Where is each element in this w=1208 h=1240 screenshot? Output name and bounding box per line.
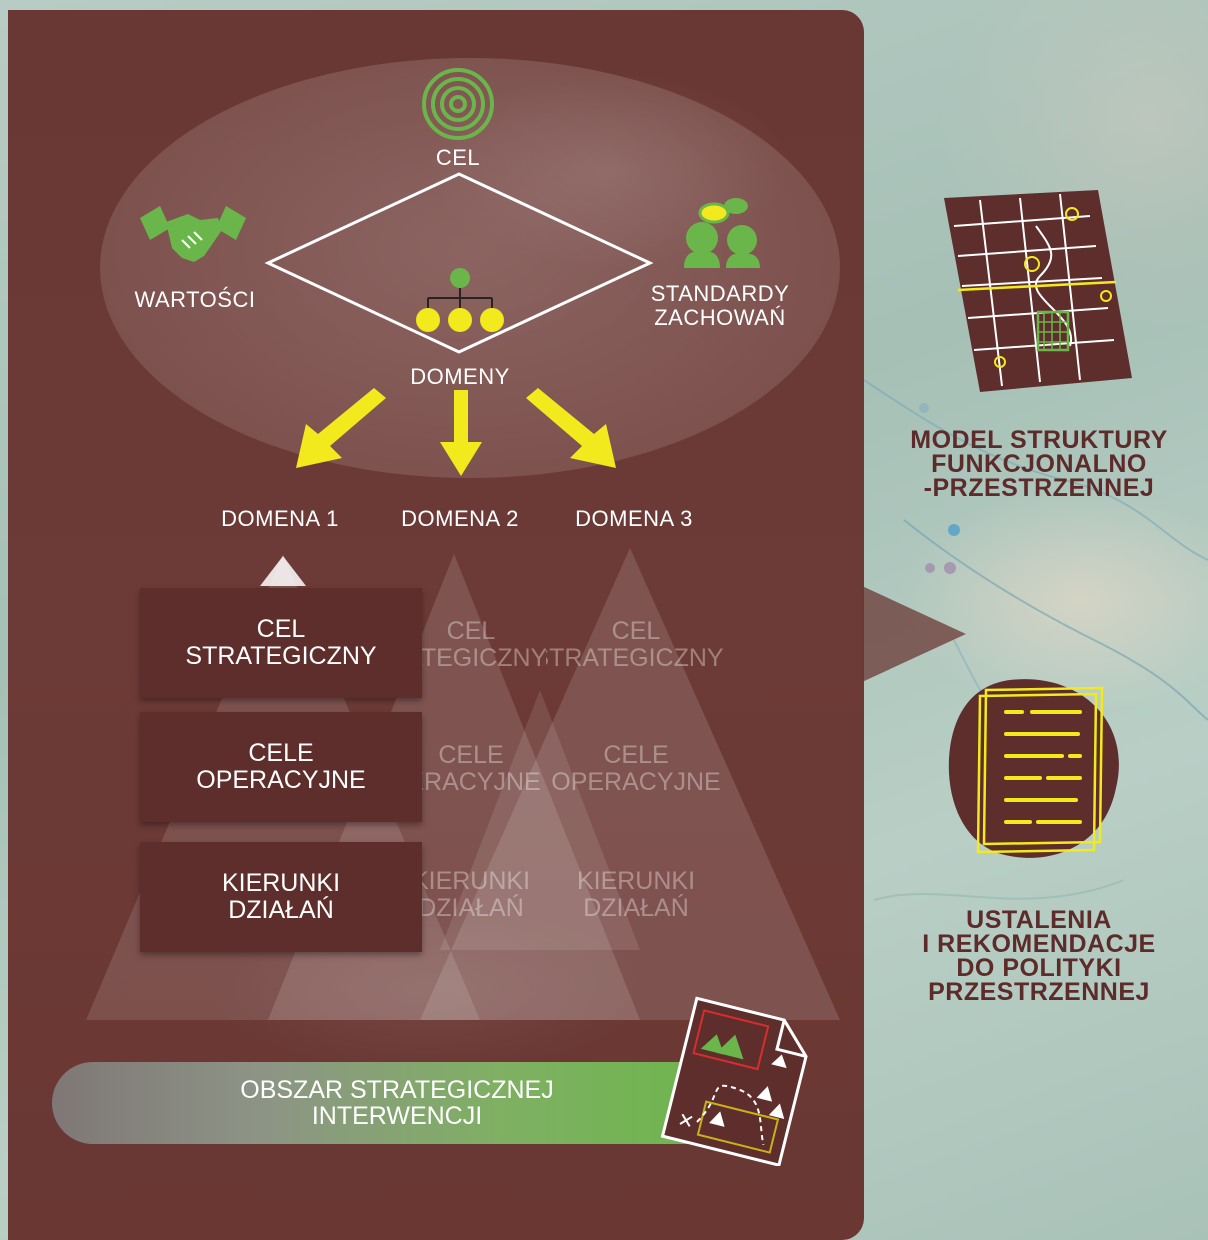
model-title: MODEL STRUKTURY FUNKCJONALNO -PRZESTRZEN… xyxy=(874,426,1204,502)
ghost-l3-d3-a: KIERUNKI xyxy=(576,868,696,895)
model-line2: FUNKCJONALNO xyxy=(931,450,1147,478)
ghost-l2-d3-b: OPERACYJNE xyxy=(551,768,721,796)
model-line1: MODEL STRUKTURY xyxy=(910,426,1168,454)
domain-1-label: DOMENA 1 xyxy=(221,506,339,531)
org-chart-icon xyxy=(416,268,504,332)
standardy-line1: STANDARDY xyxy=(650,281,790,306)
level-1-line2: STRATEGICZNY xyxy=(185,642,377,670)
target-icon xyxy=(422,68,494,140)
domain-2-label: DOMENA 2 xyxy=(401,506,519,531)
ust-line3: DO POLITYKI xyxy=(956,954,1122,982)
ghost-l2-d3-a: CELE xyxy=(603,742,669,769)
findings-title: USTALENIA I REKOMENDACJE DO POLITYKI PRZ… xyxy=(874,906,1204,1006)
ghost-l3-d2-b: DZIAŁAŃ xyxy=(418,894,524,922)
level-operational-goals: CELE OPERACYJNE xyxy=(140,712,422,822)
ghost-l1-d3-b: STRATEGICZNY xyxy=(546,644,724,672)
model-line3: -PRZESTRZENNEJ xyxy=(923,474,1155,502)
intervention-line2: INTERWENCJI xyxy=(311,1102,483,1130)
standardy-label: STANDARDY ZACHOWAŃ xyxy=(630,282,810,330)
domeny-label: DOMENY xyxy=(410,364,510,389)
level-strategic-goal: CEL STRATEGICZNY xyxy=(140,588,422,698)
domain-diamond xyxy=(264,172,654,354)
domain-3-label: DOMENA 3 xyxy=(575,506,693,531)
standardy-line2: ZACHOWAŃ xyxy=(654,305,786,330)
ghost-l2-d2-a: CELE xyxy=(438,742,504,769)
intervention-area-bar: OBSZAR STRATEGICZNEJ INTERWENCJI xyxy=(52,1062,742,1144)
ghost-l3-d2-a: KIERUNKI xyxy=(411,868,531,895)
intervention-line1: OBSZAR STRATEGICZNEJ xyxy=(240,1076,554,1104)
level-1-line1: CEL xyxy=(256,615,306,643)
panel-pointer xyxy=(862,586,966,682)
level-action-directions: KIERUNKI DZIAŁAŃ xyxy=(140,842,422,952)
city-map-icon xyxy=(944,190,1132,392)
people-talking-icon xyxy=(684,198,760,268)
handshake-icon xyxy=(140,206,246,262)
ust-line4: PRZESTRZENNEJ xyxy=(928,978,1150,1006)
document-icon xyxy=(948,679,1119,858)
ust-line1: USTALENIA xyxy=(966,906,1112,934)
treasure-map-icon xyxy=(660,996,808,1166)
ghost-l3-d3-b: DZIAŁAŃ xyxy=(583,894,689,922)
level-2-line1: CELE xyxy=(248,739,314,767)
level-2-line2: OPERACYJNE xyxy=(196,766,366,794)
ghost-l1-d2-a: CEL xyxy=(446,618,496,645)
ghost-l1-d3-a: CEL xyxy=(611,618,661,645)
ust-line2: I REKOMENDACJE xyxy=(922,930,1156,958)
cel-label: CEL xyxy=(435,145,481,170)
domain-arrows xyxy=(296,388,616,476)
wartosci-label: WARTOŚCI xyxy=(134,287,256,312)
level-3-line1: KIERUNKI xyxy=(221,869,341,897)
level-3-line2: DZIAŁAŃ xyxy=(228,896,334,924)
